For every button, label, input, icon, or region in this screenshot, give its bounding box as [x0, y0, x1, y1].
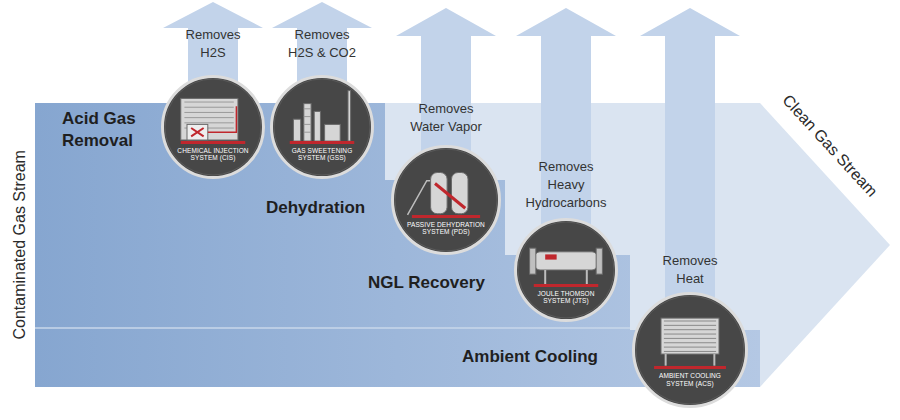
stage-heading: Ambient Cooling [462, 346, 622, 368]
cooling-fin [664, 321, 716, 322]
system-caption: PASSIVE DEHYDRATION SYSTEM (PDS) [407, 221, 485, 236]
tower [304, 104, 311, 141]
system-caption: CHEMICAL INJECTION SYSTEM (CIS) [176, 147, 250, 162]
cooling-fin [664, 338, 716, 339]
circle-ring [636, 296, 744, 404]
red-base-bar [181, 141, 245, 144]
panel-stroke [184, 107, 233, 108]
circle-ring [395, 149, 497, 251]
panel-stroke [184, 112, 233, 113]
pump-box [187, 124, 208, 140]
equipment-icon [290, 91, 354, 143]
exchanger-shell [535, 252, 597, 270]
red-base-bar [290, 141, 354, 144]
stage-heading: Dehydration [266, 197, 386, 219]
system-caption: GAS SWEETENING SYSTEM (GSS) [285, 147, 359, 162]
cooling-fin [664, 351, 716, 352]
system-circle: AMBIENT COOLING SYSTEM (ACS) [632, 292, 748, 408]
support-leg [713, 354, 715, 366]
system-circle: JOULE THOMSON SYSTEM (JTS) [514, 218, 618, 322]
circle-shape [163, 77, 264, 178]
tower-band [304, 116, 311, 117]
circle-outline [161, 75, 265, 179]
tower-band [304, 108, 311, 109]
stream-label: Contaminated Gas Stream [11, 150, 29, 339]
cooling-fin [664, 334, 716, 335]
cooler-housing [661, 318, 719, 354]
removal-arrows [163, 2, 740, 320]
circle-shape [393, 147, 500, 254]
tower-band [304, 124, 311, 125]
circle-shape [272, 77, 373, 178]
circle-ring [165, 79, 261, 175]
injection-valve [191, 128, 203, 136]
support-leg [544, 270, 546, 284]
tower-band [304, 132, 311, 133]
removal-note: Removes Heat [659, 252, 721, 288]
circle-shape [516, 220, 617, 321]
tower [325, 124, 341, 141]
cooling-fin [664, 325, 716, 326]
tower [293, 119, 300, 141]
circle-ring [518, 222, 614, 318]
support-leg [665, 354, 667, 366]
removal-arrow [516, 8, 616, 250]
red-base-bar [534, 284, 598, 287]
tank-body [181, 98, 238, 140]
jt-valve [545, 254, 556, 259]
red-slash [435, 184, 465, 209]
cooling-fin [664, 329, 716, 330]
system-circle: CHEMICAL INJECTION SYSTEM (CIS) [161, 75, 265, 179]
panel-stroke [184, 102, 233, 103]
system-caption: AMBIENT COOLING SYSTEM (ACS) [649, 372, 731, 387]
removal-arrow [640, 8, 740, 320]
system-caption: JOULE THOMSON SYSTEM (JTS) [529, 290, 603, 305]
circle-outline [270, 75, 374, 179]
tower [314, 111, 320, 141]
system-circle: GAS SWEETENING SYSTEM (GSS) [270, 75, 374, 179]
stage-heading: Acid Gas Removal [62, 108, 174, 152]
circle-ring [274, 79, 370, 175]
tower [348, 91, 351, 141]
equipment-icon [654, 318, 726, 367]
equipment-icon [181, 98, 245, 142]
stage-heading: NGL Recovery [368, 272, 508, 294]
panel-stroke [184, 122, 233, 123]
system-circle: PASSIVE DEHYDRATION SYSTEM (PDS) [391, 145, 501, 255]
support-leg [586, 270, 588, 284]
equipment-icon [408, 173, 481, 217]
band-divider [35, 327, 630, 329]
removal-note: Removes H2S [178, 26, 248, 62]
panel-stroke [184, 117, 233, 118]
exchanger-flange [530, 248, 536, 274]
circle-outline [632, 292, 748, 408]
circle-shape [634, 294, 747, 407]
circle-outline [514, 218, 618, 322]
stream-label: Clean Gas Stream [779, 92, 881, 201]
equipment-icon [530, 248, 603, 285]
cooling-fin [664, 342, 716, 343]
red-base-bar [654, 366, 726, 369]
red-base-bar [412, 215, 480, 218]
removal-note: Removes Heavy Hydrocarbons [524, 158, 608, 212]
exchanger-flange [596, 248, 602, 274]
removal-note: Removes H2S & CO2 [286, 26, 358, 62]
feed-line [208, 106, 237, 132]
removal-note: Removes Water Vapor [407, 100, 485, 136]
cooling-fin [664, 347, 716, 348]
circle-outline [391, 145, 501, 255]
